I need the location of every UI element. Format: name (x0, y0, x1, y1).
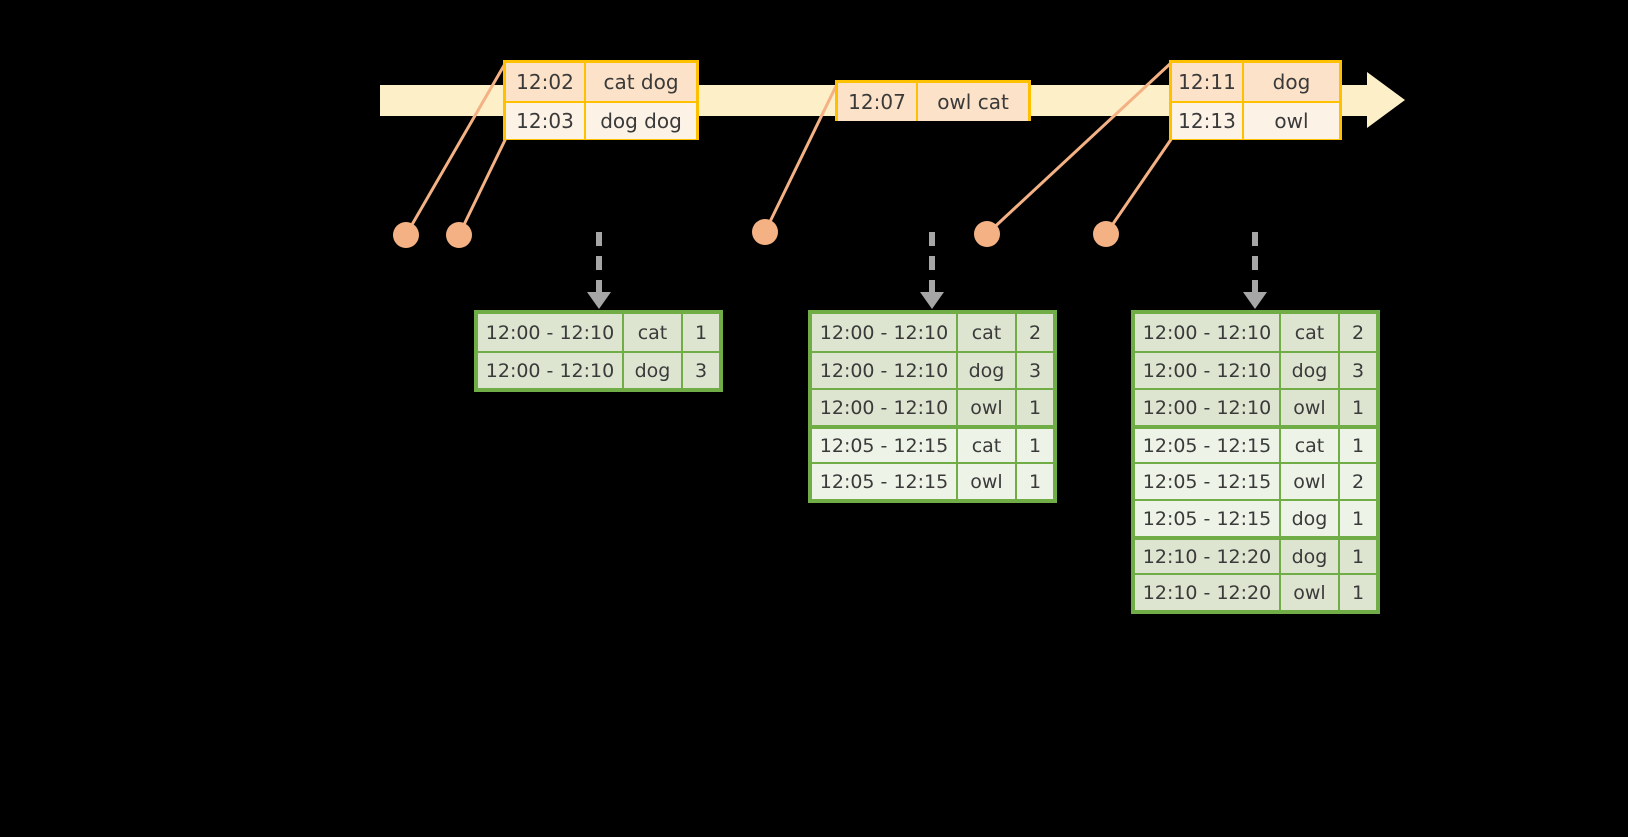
event-time: 12:02 (506, 63, 586, 101)
cell-count: 1 (1340, 429, 1376, 462)
cell-word: dog (624, 353, 683, 388)
cell-count: 1 (683, 314, 719, 351)
cell-time-range: 12:10 - 12:20 (1135, 575, 1281, 610)
dashed-arrow-3-head (1243, 292, 1267, 309)
cell-word: cat (958, 429, 1017, 462)
cell-time-range: 12:00 - 12:10 (1135, 314, 1281, 351)
event-words: cat dog (586, 63, 696, 101)
event-row: 12:07 owl cat (838, 83, 1028, 121)
dashed-arrow-2-head (920, 292, 944, 309)
event-row: 12:11 dog (1172, 63, 1339, 101)
cell-time-range: 12:05 - 12:15 (1135, 429, 1281, 462)
cell-count: 3 (1017, 353, 1053, 388)
cell-word: owl (1281, 390, 1340, 425)
cell-count: 1 (1340, 575, 1376, 610)
cell-time-range: 12:05 - 12:15 (812, 429, 958, 462)
cell-word: owl (1281, 575, 1340, 610)
event-words: dog dog (586, 103, 696, 139)
cell-word: dog (1281, 501, 1340, 536)
connector-line-5 (1104, 137, 1174, 235)
event-row: 12:13 owl (1172, 101, 1339, 139)
cell-time-range: 12:05 - 12:15 (1135, 501, 1281, 536)
connector-dot-5 (1093, 221, 1119, 247)
event-words: dog (1244, 63, 1339, 101)
cell-count: 2 (1017, 314, 1053, 351)
dashed-arrow-2-shaft (929, 232, 935, 294)
cell-word: dog (1281, 540, 1340, 573)
cell-count: 1 (1340, 501, 1376, 536)
cell-count: 1 (1340, 390, 1376, 425)
cell-word: owl (958, 464, 1017, 499)
cell-word: dog (958, 353, 1017, 388)
cell-count: 1 (1017, 390, 1053, 425)
cell-count: 2 (1340, 464, 1376, 499)
event-time: 12:11 (1172, 63, 1244, 101)
dashed-arrow-1-shaft (596, 232, 602, 294)
event-row: 12:03 dog dog (506, 101, 696, 139)
cell-word: cat (624, 314, 683, 351)
event-time: 12:13 (1172, 103, 1244, 139)
dashed-arrow-3-shaft (1252, 232, 1258, 294)
cell-word: cat (958, 314, 1017, 351)
connector-dot-3 (752, 219, 778, 245)
cell-time-range: 12:10 - 12:20 (1135, 540, 1281, 573)
cell-count: 3 (683, 353, 719, 388)
cell-word: cat (1281, 429, 1340, 462)
cell-count: 1 (1017, 464, 1053, 499)
cell-word: cat (1281, 314, 1340, 351)
events-group-1: 12:02 cat dog 12:03 dog dog (503, 60, 699, 140)
cell-count: 1 (1017, 429, 1053, 462)
cell-count: 1 (1340, 540, 1376, 573)
cell-word: owl (958, 390, 1017, 425)
cell-count: 2 (1340, 314, 1376, 351)
cell-time-range: 12:00 - 12:10 (1135, 353, 1281, 388)
cell-time-range: 12:00 - 12:10 (1135, 390, 1281, 425)
events-group-2: 12:07 owl cat (835, 80, 1031, 121)
event-row: 12:02 cat dog (506, 63, 696, 101)
cell-time-range: 12:00 - 12:10 (812, 390, 958, 425)
events-group-3: 12:11 dog 12:13 owl (1169, 60, 1342, 140)
cell-time-range: 12:00 - 12:10 (812, 314, 958, 351)
cell-time-range: 12:00 - 12:10 (812, 353, 958, 388)
cell-count: 3 (1340, 353, 1376, 388)
cell-time-range: 12:00 - 12:10 (478, 353, 624, 388)
connector-dot-1 (393, 222, 419, 248)
event-words: owl cat (918, 83, 1028, 121)
dashed-arrow-1-head (587, 292, 611, 309)
connector-dot-2 (446, 222, 472, 248)
cell-time-range: 12:00 - 12:10 (478, 314, 624, 351)
connector-dot-4 (974, 221, 1000, 247)
event-time: 12:07 (838, 83, 918, 121)
cell-word: owl (1281, 464, 1340, 499)
event-words: owl (1244, 103, 1339, 139)
cell-word: dog (1281, 353, 1340, 388)
cell-time-range: 12:05 - 12:15 (1135, 464, 1281, 499)
event-time: 12:03 (506, 103, 586, 139)
cell-time-range: 12:05 - 12:15 (812, 464, 958, 499)
timeline-arrow-head (1367, 72, 1405, 128)
connector-line-2 (457, 137, 508, 236)
